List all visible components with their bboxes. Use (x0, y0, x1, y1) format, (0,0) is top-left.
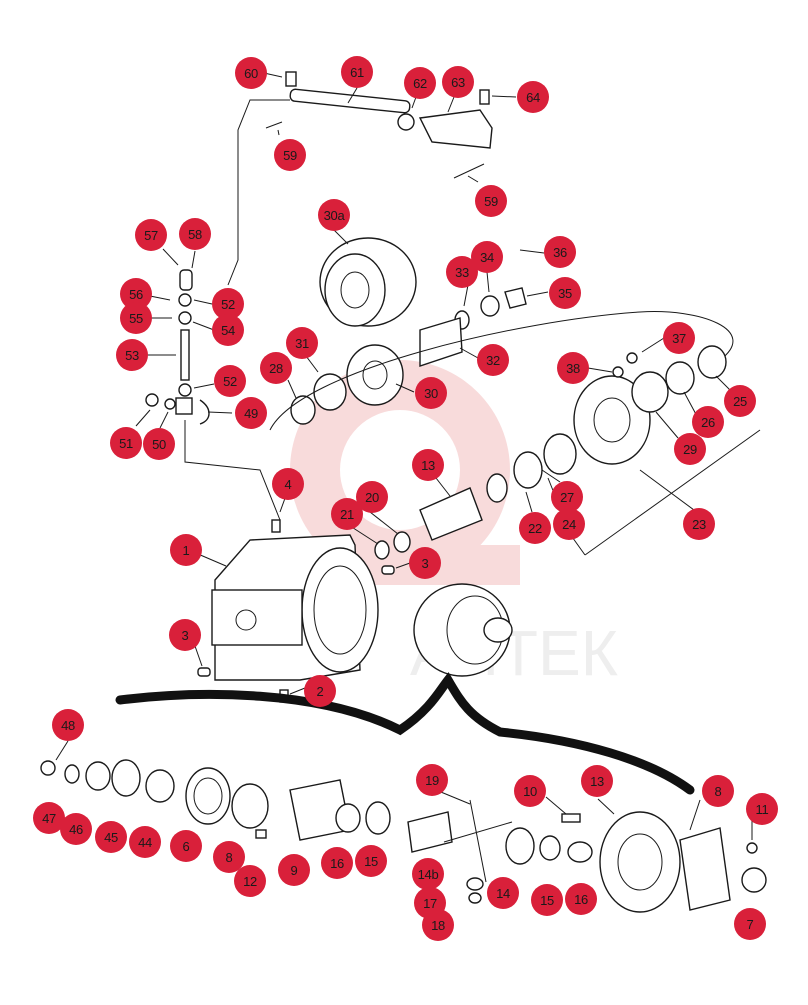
callout-8-right[interactable]: 8 (702, 775, 734, 807)
callout-62[interactable]: 62 (404, 67, 436, 99)
callout-38[interactable]: 38 (557, 352, 589, 384)
callout-15-left[interactable]: 15 (355, 845, 387, 877)
callout-24[interactable]: 24 (553, 508, 585, 540)
callout-45[interactable]: 45 (95, 821, 127, 853)
linkage-assembly (227, 71, 493, 286)
callout-59-top[interactable]: 59 (274, 139, 306, 171)
callout-4[interactable]: 4 (272, 468, 304, 500)
callout-13-ring[interactable]: 13 (581, 765, 613, 797)
callout-14[interactable]: 14 (487, 877, 519, 909)
callout-22[interactable]: 22 (519, 512, 551, 544)
bolt-60 (285, 71, 297, 87)
callout-57[interactable]: 57 (135, 219, 167, 251)
callout-18[interactable]: 18 (422, 909, 454, 941)
callout-58[interactable]: 58 (179, 218, 211, 250)
callout-3-left[interactable]: 3 (169, 619, 201, 651)
callout-16-left[interactable]: 16 (321, 847, 353, 879)
callout-13-pinion[interactable]: 13 (412, 449, 444, 481)
callout-30[interactable]: 30 (415, 377, 447, 409)
callout-3-right[interactable]: 3 (409, 547, 441, 579)
bearing-housing-30a (319, 237, 417, 327)
callout-53[interactable]: 53 (116, 339, 148, 371)
callout-59-right[interactable]: 59 (475, 185, 507, 217)
callout-51[interactable]: 51 (110, 427, 142, 459)
shift-control-column (145, 269, 281, 521)
callout-35[interactable]: 35 (549, 277, 581, 309)
assembly-arrow (115, 672, 695, 795)
callout-19[interactable]: 19 (416, 764, 448, 796)
callout-25[interactable]: 25 (724, 385, 756, 417)
callout-6[interactable]: 6 (170, 830, 202, 862)
callout-64[interactable]: 64 (517, 81, 549, 113)
callout-27[interactable]: 27 (551, 481, 583, 513)
callout-48[interactable]: 48 (52, 709, 84, 741)
callout-11[interactable]: 11 (746, 793, 778, 825)
callout-7[interactable]: 7 (734, 908, 766, 940)
pinion-bearing-train (374, 345, 761, 560)
callout-60[interactable]: 60 (235, 57, 267, 89)
callout-1[interactable]: 1 (170, 534, 202, 566)
callout-26[interactable]: 26 (692, 406, 724, 438)
callout-37[interactable]: 37 (663, 322, 695, 354)
callout-10[interactable]: 10 (514, 775, 546, 807)
callout-36[interactable]: 36 (544, 236, 576, 268)
ring-gear-carrier (413, 583, 513, 677)
callout-21[interactable]: 21 (331, 498, 363, 530)
cotter-pins-59 (265, 121, 485, 179)
callout-30a[interactable]: 30a (318, 199, 350, 231)
callout-34[interactable]: 34 (471, 241, 503, 273)
callout-49[interactable]: 49 (235, 397, 267, 429)
callout-32[interactable]: 32 (477, 344, 509, 376)
bolt-64 (479, 89, 490, 105)
callout-23[interactable]: 23 (683, 508, 715, 540)
lever-63 (418, 109, 493, 149)
callout-54[interactable]: 54 (212, 314, 244, 346)
callout-63[interactable]: 63 (442, 66, 474, 98)
callout-28[interactable]: 28 (260, 352, 292, 384)
callout-15-right[interactable]: 15 (531, 884, 563, 916)
callout-50[interactable]: 50 (143, 428, 175, 460)
callout-55[interactable]: 55 (120, 302, 152, 334)
callout-2[interactable]: 2 (304, 675, 336, 707)
linkage-leader (227, 99, 290, 286)
axle-housing-1 (197, 519, 395, 703)
callout-44[interactable]: 44 (129, 826, 161, 858)
callout-52-lower[interactable]: 52 (214, 365, 246, 397)
callout-9[interactable]: 9 (278, 854, 310, 886)
callout-12[interactable]: 12 (234, 865, 266, 897)
tie-rod-61 (289, 88, 411, 114)
callout-61[interactable]: 61 (341, 56, 373, 88)
callout-29[interactable]: 29 (674, 433, 706, 465)
nut-62 (397, 113, 415, 131)
callout-46[interactable]: 46 (60, 813, 92, 845)
callout-16-right[interactable]: 16 (565, 883, 597, 915)
callout-14b[interactable]: 14b (412, 858, 444, 890)
differential-parts-row (40, 759, 767, 913)
callout-47[interactable]: 47 (33, 802, 65, 834)
output-shaft-cluster (269, 287, 734, 431)
callout-31[interactable]: 31 (286, 327, 318, 359)
